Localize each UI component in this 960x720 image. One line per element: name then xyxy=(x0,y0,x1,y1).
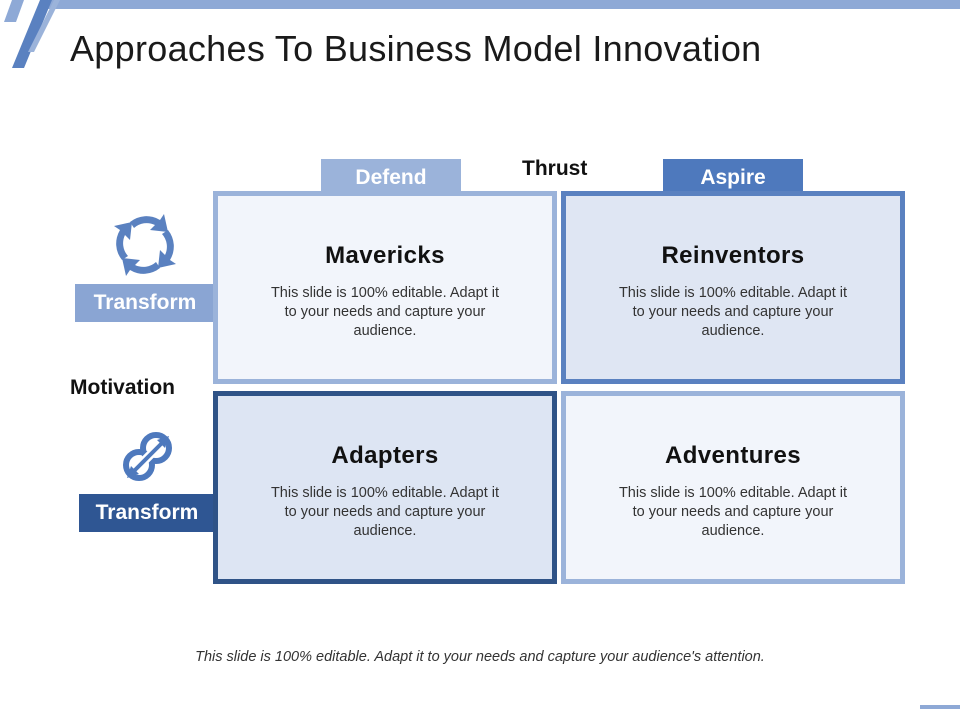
footer-note: This slide is 100% editable. Adapt it to… xyxy=(195,649,765,665)
quadrant-title: Adventures xyxy=(664,442,802,469)
link-arrows-icon xyxy=(123,432,172,481)
row-tab-transform-2: Transform xyxy=(79,494,215,532)
quadrant-title: Reinventors xyxy=(661,242,805,269)
quadrant-body: This slide is 100% editable. Adapt it to… xyxy=(270,485,500,539)
corner-accent-bar xyxy=(920,705,960,709)
page-title: Approaches To Business Model Innovation xyxy=(70,28,762,69)
quadrant-mavericks: Mavericks This slide is 100% editable. A… xyxy=(213,191,557,384)
axis-label-thrust: Thrust xyxy=(522,157,588,180)
column-tab-defend: Defend xyxy=(321,159,461,197)
quadrant-title: Mavericks xyxy=(325,242,445,269)
quadrant-title: Adapters xyxy=(331,442,439,469)
quadrant-body: This slide is 100% editable. Adapt it to… xyxy=(270,285,500,339)
quadrant-adapters: Adapters This slide is 100% editable. Ad… xyxy=(213,391,557,584)
quadrant-body: This slide is 100% editable. Adapt it to… xyxy=(618,485,848,539)
quadrant-body: This slide is 100% editable. Adapt it to… xyxy=(618,285,848,339)
column-tab-aspire: Aspire xyxy=(663,159,803,197)
quadrant-adventures: Adventures This slide is 100% editable. … xyxy=(561,391,905,584)
top-accent-bar xyxy=(44,0,960,9)
axis-label-motivation: Motivation xyxy=(70,376,175,399)
quadrant-reinventors: Reinventors This slide is 100% editable.… xyxy=(561,191,905,384)
cycle-arrows-icon xyxy=(114,214,176,276)
corner-stripes-decoration xyxy=(4,0,60,68)
row-tab-transform-1: Transform xyxy=(75,284,215,322)
